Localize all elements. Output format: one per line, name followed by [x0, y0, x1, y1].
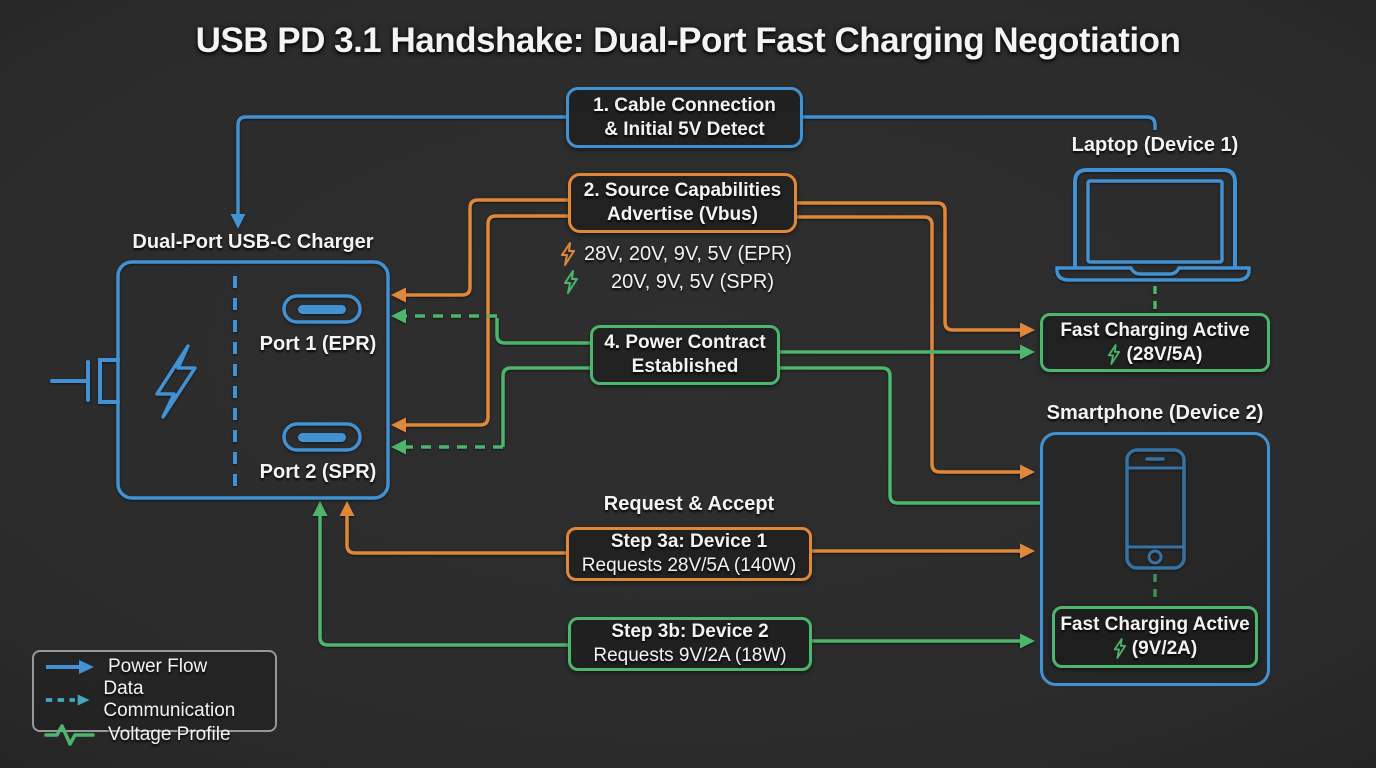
bolt-orange-icon [561, 242, 575, 266]
step4-line2: Established [631, 356, 739, 377]
usbc-port2-icon [282, 422, 362, 452]
step3a-line2: Requests 28V/5A (140W) [581, 555, 797, 576]
port1-label: Port 1 (EPR) [259, 333, 377, 355]
charger-icon [50, 260, 390, 500]
step3b-line2: Requests 9V/2A (18W) [593, 645, 787, 666]
arrow-step3a-to-charger [339, 501, 566, 555]
capability-row-epr: 28V, 20V, 9V, 5V (EPR) [560, 241, 800, 267]
step3a-box: Step 3a: Device 1 Requests 28V/5A (140W) [566, 527, 812, 581]
contract-lines [312, 286, 1157, 649]
capability-spr-text: 20V, 9V, 5V (SPR) [610, 270, 775, 293]
step3b-line1: Step 3b: Device 2 [611, 621, 769, 643]
laptop-icon [1055, 168, 1251, 282]
arrow-step2-to-port2 [391, 214, 568, 433]
power-flow-lines [230, 115, 1157, 229]
smartphone-icon [1125, 448, 1186, 570]
bolt-green-icon [1113, 638, 1126, 660]
legend-item-data-communication: Data Communication [44, 678, 265, 722]
capability-row-spr: 20V, 9V, 5V (SPR) [563, 269, 798, 295]
smartphone-status-line1: Fast Charging Active [1060, 614, 1250, 636]
line-step4-junction-top [495, 318, 590, 345]
bolt-blue-icon [155, 344, 197, 419]
laptop-label: Laptop (Device 1) [1071, 134, 1239, 156]
step1-box: 1. Cable Connection & Initial 5V Detect [566, 87, 803, 148]
step2-box: 2. Source Capabilities Advertise (Vbus) [568, 173, 797, 233]
smartphone-label: Smartphone (Device 2) [1046, 402, 1264, 424]
port2-label: Port 2 (SPR) [259, 461, 377, 483]
step1-line2: & Initial 5V Detect [604, 118, 765, 140]
step2-line2: Advertise (Vbus) [607, 204, 758, 225]
laptop-status-line2: (28V/5A) [1126, 343, 1203, 365]
smartphone-status-box: Fast Charging Active (9V/2A) [1052, 606, 1258, 668]
smartphone-status-line2-row: (9V/2A) [1113, 637, 1197, 661]
request-accept-label: Request & Accept [603, 493, 775, 515]
epr-negotiation-lines [339, 198, 1035, 559]
bolt-green-icon [1108, 343, 1121, 365]
laptop-status-box: Fast Charging Active (28V/5A) [1040, 313, 1270, 372]
bolt-green-icon [564, 270, 578, 294]
arrow-step2-to-smartphone [797, 215, 1035, 480]
ac-plug-icon [50, 358, 120, 404]
capability-epr-text: 28V, 20V, 9V, 5V (EPR) [584, 242, 792, 265]
laptop-status-line1: Fast Charging Active [1060, 319, 1250, 341]
step4-box: 4. Power Contract Established [590, 325, 780, 385]
step3a-line1: Step 3a: Device 1 [610, 531, 768, 553]
legend-voltage-profile-label: Voltage Profile [108, 724, 231, 745]
line-step4-junction-bottom [501, 366, 590, 447]
line-step1-to-laptop [803, 115, 1157, 130]
arrow-step2-to-port1 [391, 198, 568, 303]
charger-label: Dual-Port USB-C Charger [132, 231, 374, 253]
laptop-status-line2-row: (28V/5A) [1107, 343, 1203, 367]
voltage-profile-pulse-icon [44, 724, 95, 746]
step4-line1: 4. Power Contract [604, 332, 766, 354]
arrow-step1-to-charger [230, 115, 566, 229]
step1-line1: 1. Cable Connection [593, 94, 776, 116]
smartphone-status-line2: (9V/2A) [1131, 638, 1198, 659]
page-title: USB PD 3.1 Handshake: Dual-Port Fast Cha… [195, 21, 1181, 60]
legend-power-flow-label: Power Flow [108, 656, 208, 677]
step3b-box: Step 3b: Device 2 Requests 9V/2A (18W) [568, 617, 812, 671]
legend-item-power-flow: Power Flow [44, 656, 265, 678]
legend-item-voltage-profile: Voltage Profile [44, 722, 265, 748]
step2-line1: 2. Source Capabilities [583, 180, 782, 202]
arrow-step2-to-laptop-status [797, 201, 1035, 338]
data-communication-dashed-arrow-icon [45, 694, 90, 706]
line-step4-to-smartphone [780, 366, 1040, 505]
power-flow-arrow-icon [46, 660, 94, 674]
usbc-port1-icon [282, 294, 362, 324]
arrow-step3b-to-charger [312, 501, 568, 647]
legend-box: Power Flow Data Communication Voltage Pr… [32, 650, 277, 746]
charger-outline [116, 260, 390, 500]
legend-data-communication-label: Data Communication [103, 678, 236, 721]
